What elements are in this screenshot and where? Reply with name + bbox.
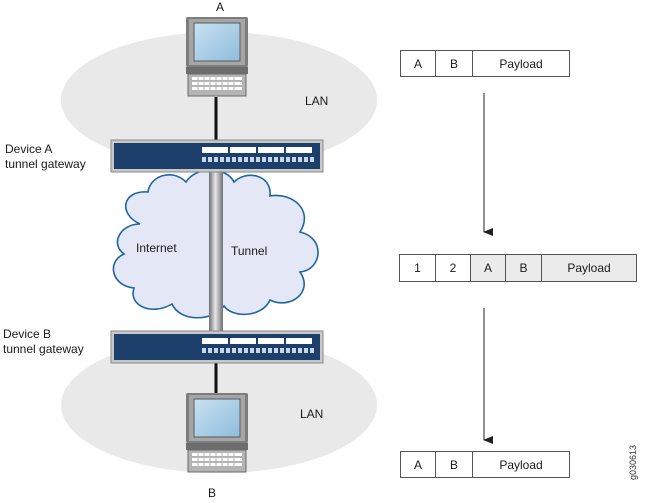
packet-decap-payload: Payload	[472, 451, 570, 478]
lan-ellipse-top	[61, 32, 377, 168]
tunnel-label: Tunnel	[231, 244, 268, 258]
packet-decap-field-a: A	[400, 451, 436, 478]
packet-original-field-b: B	[435, 50, 473, 77]
packet-encap-payload: Payload	[541, 254, 637, 282]
lan-bottom-label: LAN	[300, 407, 324, 421]
packet-original-field-a: A	[400, 50, 436, 77]
packet-encap-field-a: A	[470, 254, 506, 282]
device-b-gateway-icon	[110, 330, 324, 364]
device-a-label-line1: Device A	[5, 142, 53, 156]
packet-original-payload: Payload	[472, 50, 570, 77]
internet-label: Internet	[136, 241, 177, 255]
keyboard-b-keys	[192, 453, 242, 466]
device-b-label-line1: Device B	[3, 327, 52, 341]
tunnel-tube	[209, 170, 223, 334]
host-b-label: B	[208, 486, 217, 500]
packet-encap-header-1: 1	[399, 254, 436, 282]
figure-id-label: g030613	[628, 444, 638, 480]
computer-b-icon	[186, 393, 248, 473]
packet-encap-header-2: 2	[435, 254, 471, 282]
host-a-label: A	[216, 0, 225, 14]
computer-a-icon	[186, 17, 248, 97]
device-a-label-line2: tunnel gateway	[5, 157, 86, 171]
packet-decap-field-b: B	[435, 451, 473, 478]
lan-top-label: LAN	[305, 94, 329, 108]
keyboard-a-keys	[192, 77, 242, 90]
packet-encap-field-b: B	[505, 254, 542, 282]
device-a-gateway-icon	[110, 139, 324, 173]
device-b-label-line2: tunnel gateway	[3, 342, 84, 356]
